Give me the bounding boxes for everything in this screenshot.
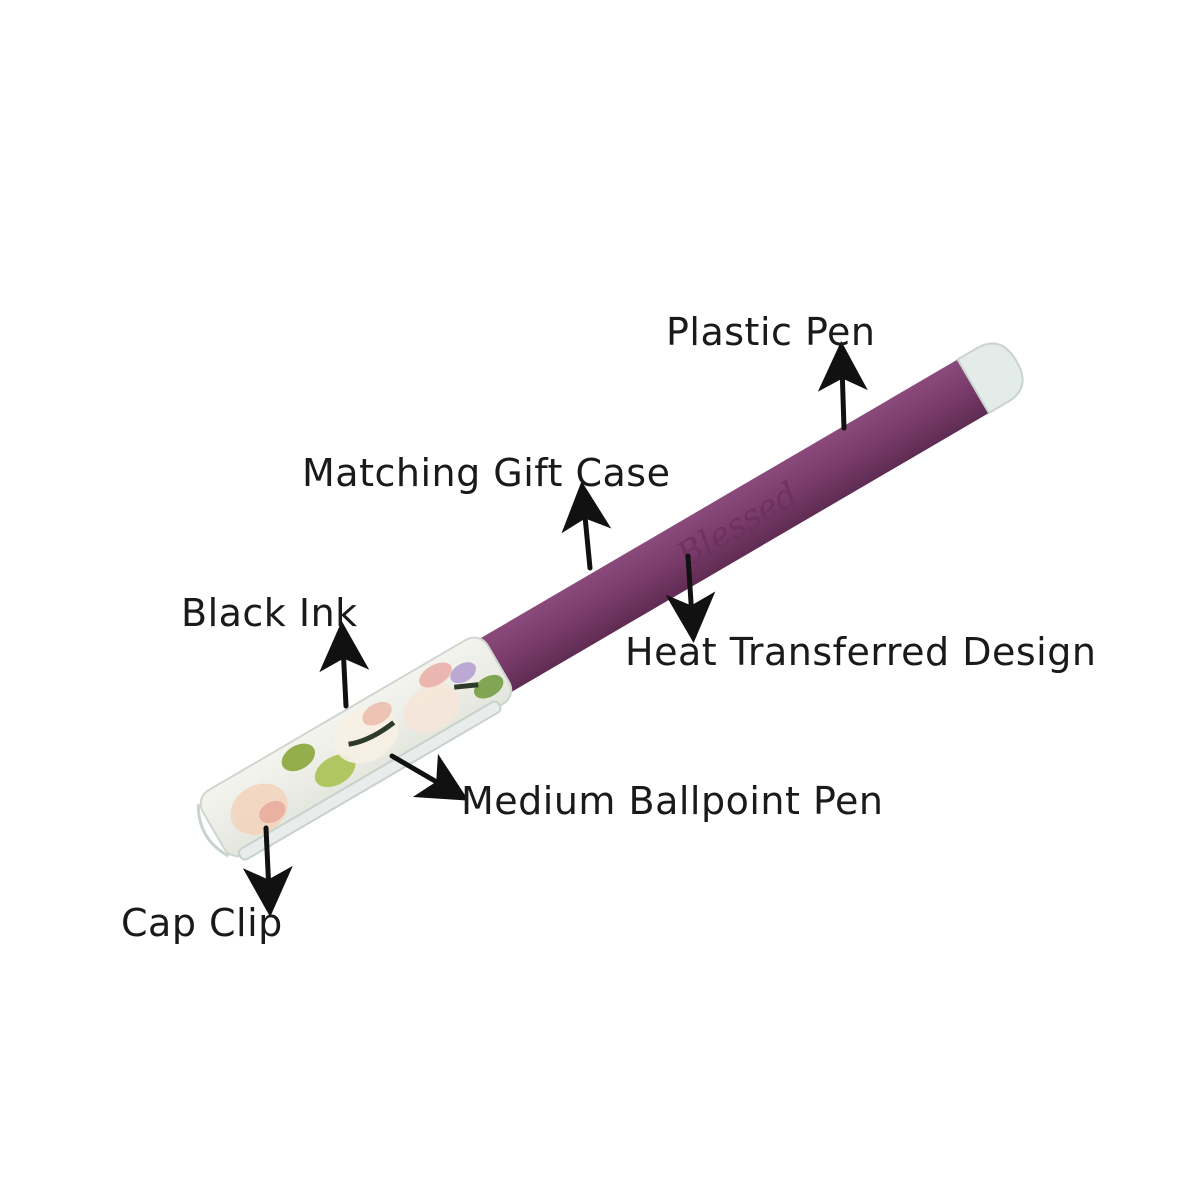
label-plastic-pen: Plastic Pen [666,310,876,354]
label-matching-gift-case: Matching Gift Case [302,451,670,495]
arrow-cap-clip [242,825,293,917]
pen: Blessed [196,342,1024,861]
arrow-heat-transferred-design [665,553,716,643]
arrow-matching-gift-case [561,481,612,571]
label-cap-clip: Cap Clip [121,901,283,945]
arrow-plastic-pen [817,341,868,431]
pen-end-tip [956,342,1024,415]
arrow-black-ink [319,621,370,709]
label-heat-transferred-design: Heat Transferred Design [625,630,1096,674]
pen-barrel [468,359,992,698]
pen-cap [196,636,513,861]
cap-clip [238,700,502,861]
label-black-ink: Black Ink [181,591,358,635]
floral-pattern [230,662,504,835]
label-medium-ballpoint-pen: Medium Ballpoint Pen [461,779,884,823]
arrow-medium-ballpoint-pen [389,753,469,801]
